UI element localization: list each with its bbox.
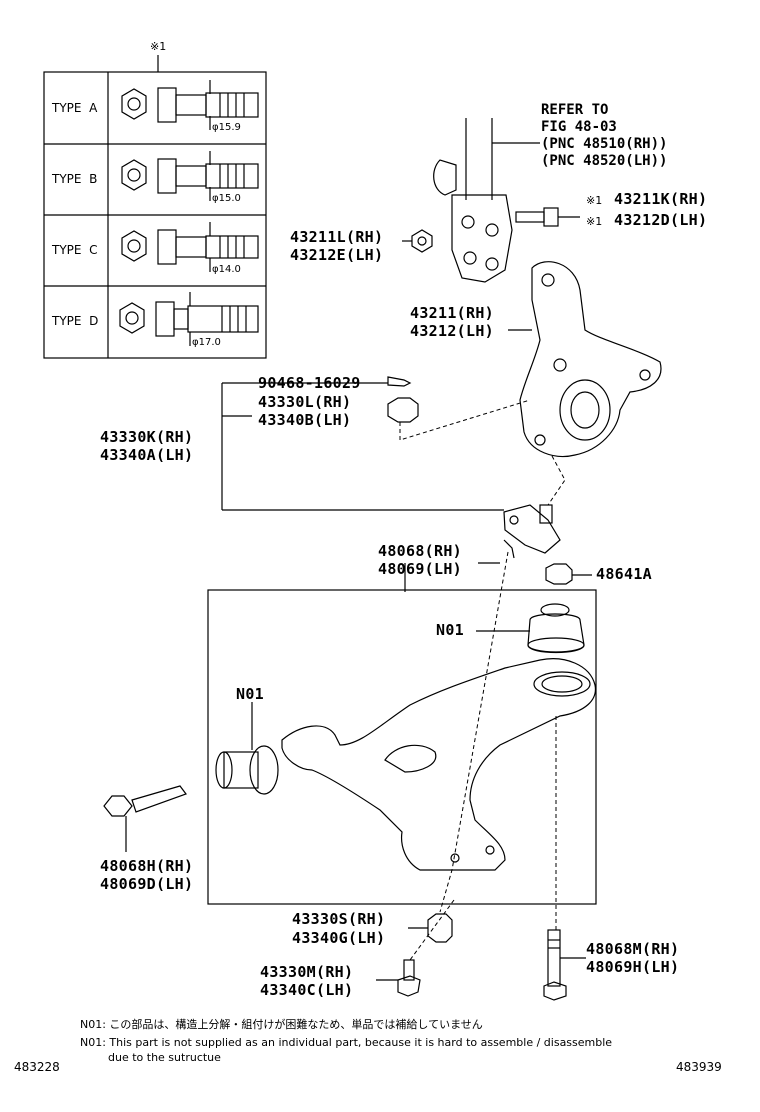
label-43340A: 43340A(LH) xyxy=(100,446,194,464)
label-43211K: 43211K(RH) xyxy=(614,190,708,208)
label-43340B: 43340B(LH) xyxy=(258,411,352,429)
mark-43211K: ※1 xyxy=(586,194,603,207)
lower-control-arm xyxy=(281,658,596,871)
code-left: 483228 xyxy=(14,1060,60,1074)
long-bolt xyxy=(543,929,567,1001)
steering-knuckle xyxy=(519,261,662,458)
bushing-vertical xyxy=(527,603,585,654)
label-43330K: 43330K(RH) xyxy=(100,428,194,446)
mark-43212D: ※1 xyxy=(586,215,603,228)
label-48069H: 48069H(LH) xyxy=(586,958,680,976)
bolt-icon-type-b xyxy=(121,151,259,201)
type-b-label: TYPE B xyxy=(52,172,98,186)
label-43212E: 43212E(LH) xyxy=(290,246,384,264)
strut-nut xyxy=(411,229,433,253)
bushing-horizontal xyxy=(215,745,279,795)
cotter-pin xyxy=(387,376,412,387)
ball-joint xyxy=(503,504,561,559)
code-right: 483939 xyxy=(676,1060,722,1074)
diameter-b: φ15.0 xyxy=(212,193,241,204)
label-48068M: 48068M(RH) xyxy=(586,940,680,958)
note-japanese: N01: この部品は、構造上分解・組付けが困難なため、単品では補給していません xyxy=(80,1018,483,1031)
bolt-icon-type-c xyxy=(121,222,259,272)
legend-marker: ※1 xyxy=(150,40,167,53)
refer-line4: (PNC 48520(LH)) xyxy=(541,153,668,169)
label-43340C: 43340C(LH) xyxy=(260,981,354,999)
label-43340G: 43340G(LH) xyxy=(292,929,386,947)
diameter-c: φ14.0 xyxy=(212,264,241,275)
refer-line1: REFER TO xyxy=(541,102,609,118)
arm-bolt xyxy=(103,785,187,817)
lower-arm-frame xyxy=(207,589,597,905)
flange-nut xyxy=(427,913,453,943)
lock-nut xyxy=(545,563,573,585)
castle-nut xyxy=(387,397,419,423)
label-43212: 43212(LH) xyxy=(410,322,494,340)
bolt-icon-type-a xyxy=(121,80,259,130)
diameter-a: φ15.9 xyxy=(212,122,241,133)
refer-line3: (PNC 48510(RH)) xyxy=(541,136,668,152)
label-90468: 90468-16029 xyxy=(258,374,361,392)
cam-bolt xyxy=(515,207,580,227)
label-43330S: 43330S(RH) xyxy=(292,910,386,928)
diameter-d: φ17.0 xyxy=(192,337,221,348)
label-48068H: 48068H(RH) xyxy=(100,857,194,875)
label-48641A: 48641A xyxy=(596,565,652,583)
label-43330M: 43330M(RH) xyxy=(260,963,354,981)
note-english-2: due to the sutructue xyxy=(108,1051,221,1064)
label-43212D: 43212D(LH) xyxy=(614,211,708,229)
strut-assembly xyxy=(433,118,513,283)
type-c-label: TYPE C xyxy=(52,243,98,257)
note-english-1: N01: This part is not supplied as an ind… xyxy=(80,1036,613,1049)
label-48068: 48068(RH) xyxy=(378,542,462,560)
label-43330L: 43330L(RH) xyxy=(258,393,352,411)
refer-line2: FIG 48-03 xyxy=(541,119,617,135)
label-n01-right: N01 xyxy=(436,621,464,639)
label-n01-left: N01 xyxy=(236,685,264,703)
type-d-label: TYPE D xyxy=(52,314,99,328)
type-a-label: TYPE A xyxy=(52,101,98,115)
label-48069D: 48069D(LH) xyxy=(100,875,194,893)
label-43211L: 43211L(RH) xyxy=(290,228,384,246)
bolt-icon-type-d xyxy=(119,292,259,346)
label-48069: 48069(LH) xyxy=(378,560,462,578)
stud-bolt xyxy=(397,959,421,997)
label-43211: 43211(RH) xyxy=(410,304,494,322)
